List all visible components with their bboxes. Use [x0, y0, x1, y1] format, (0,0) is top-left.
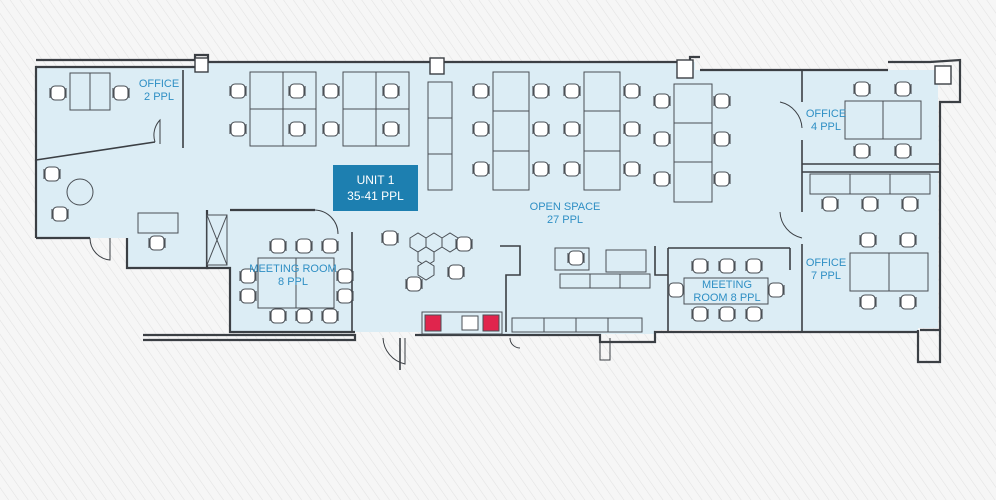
office-2ppl-label: OFFICE 2 PPL [128, 78, 190, 104]
chair-icon [44, 166, 60, 182]
chair-icon [854, 81, 870, 97]
chair-icon [624, 83, 640, 99]
chair-icon [296, 238, 312, 254]
office-7ppl-label: OFFICE 7 PPL [800, 257, 852, 283]
chair-icon [337, 268, 353, 284]
chair-icon [668, 282, 684, 298]
chair-icon [714, 93, 730, 109]
chair-icon [50, 85, 66, 101]
chair-icon [719, 306, 735, 322]
room-name: OFFICE [138, 78, 180, 90]
chair-icon [270, 238, 286, 254]
chair-icon [230, 83, 246, 99]
chair-icon [473, 161, 489, 177]
chair-icon [296, 308, 312, 324]
room-name: OFFICE [805, 108, 847, 120]
room-capacity: 7 PPL [811, 270, 841, 282]
chair-icon [768, 282, 784, 298]
chair-icon [719, 258, 735, 274]
room-name: MEETING ROOM [249, 263, 337, 275]
chair-icon [240, 288, 256, 304]
office-4ppl-label: OFFICE 4 PPL [800, 108, 852, 134]
chair-icon [564, 161, 580, 177]
chair-icon [902, 196, 918, 212]
chair-icon [323, 121, 339, 137]
chair-icon [654, 131, 670, 147]
interior-walls [35, 70, 940, 370]
chair-icon [746, 306, 762, 322]
chair-icon [860, 294, 876, 310]
chair-icon [322, 308, 338, 324]
chair-icon [900, 232, 916, 248]
chair-icon [714, 131, 730, 147]
meeting-room-left-label: MEETING ROOM 8 PPL [246, 263, 340, 289]
hexagon-lounge [409, 232, 459, 281]
chair-icon [383, 121, 399, 137]
chair-icon [714, 171, 730, 187]
chair-icon [533, 161, 549, 177]
chair-icon [337, 288, 353, 304]
chair-icon [289, 121, 305, 137]
room-capacity: ROOM 8 PPL [693, 292, 761, 304]
chair-icon [860, 232, 876, 248]
chair-icon [473, 83, 489, 99]
chairs [43, 81, 919, 324]
chair-icon [564, 83, 580, 99]
door-swings [89, 101, 803, 365]
chair-icon [113, 85, 129, 101]
chair-icon [692, 306, 708, 322]
chair-icon [382, 230, 398, 246]
chair-icon [624, 161, 640, 177]
chair-icon [895, 81, 911, 97]
chair-icon [383, 83, 399, 99]
chair-icon [692, 258, 708, 274]
open-space-label: OPEN SPACE 27 PPL [520, 201, 610, 227]
chair-icon [900, 294, 916, 310]
chair-icon [822, 196, 838, 212]
chair-icon [240, 268, 256, 284]
room-name: MEETING [701, 279, 753, 291]
chair-icon [52, 206, 68, 222]
chair-icon [289, 83, 305, 99]
chair-icon [654, 171, 670, 187]
chair-icon [533, 121, 549, 137]
chair-icon [456, 236, 472, 252]
room-name: OPEN SPACE [529, 201, 601, 213]
chair-icon [322, 238, 338, 254]
kitchenette [421, 311, 503, 335]
room-name: OFFICE [805, 257, 847, 269]
unit-capacity: 35-41 PPL [347, 189, 404, 203]
chair-icon [323, 83, 339, 99]
chair-icon [270, 308, 286, 324]
unit-badge: UNIT 1 35-41 PPL [333, 165, 418, 211]
chair-icon [568, 250, 584, 266]
chair-icon [149, 235, 165, 251]
desks [66, 71, 931, 333]
chair-icon [564, 121, 580, 137]
chair-icon [230, 121, 246, 137]
room-capacity: 27 PPL [546, 214, 584, 226]
chair-icon [473, 121, 489, 137]
chair-icon [854, 143, 870, 159]
chair-icon [533, 83, 549, 99]
chair-icon [895, 143, 911, 159]
structural-columns [194, 57, 952, 85]
meeting-room-right-label: MEETING ROOM 8 PPL [686, 279, 768, 305]
chair-icon [624, 121, 640, 137]
room-capacity: 8 PPL [278, 276, 308, 288]
room-capacity: 4 PPL [811, 121, 841, 133]
room-capacity: 2 PPL [144, 91, 174, 103]
unit-name: UNIT 1 [356, 173, 395, 187]
chair-icon [654, 93, 670, 109]
chair-icon [406, 276, 422, 292]
chair-icon [448, 264, 464, 280]
chair-icon [862, 196, 878, 212]
chair-icon [746, 258, 762, 274]
